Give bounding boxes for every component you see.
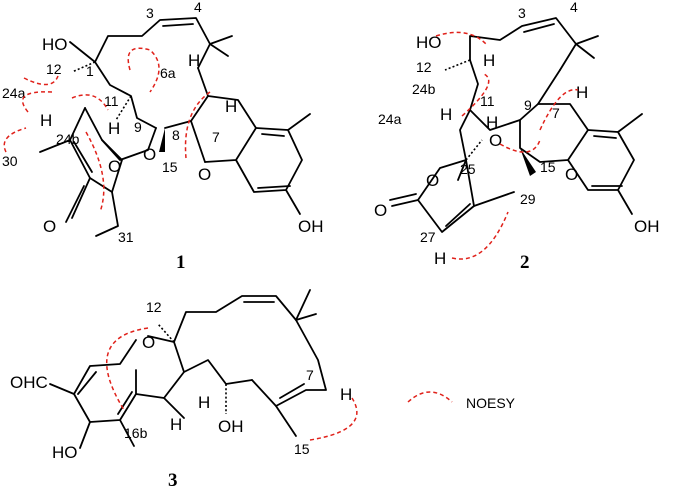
c1-h-24b: H [40, 111, 52, 130]
c3-h-7: H [340, 385, 352, 404]
c1-pos-31: 31 [118, 229, 134, 245]
c2-pos-3: 3 [518, 5, 526, 21]
c1-carbonyl-oxygen-label: O [43, 217, 56, 236]
c1-pos-1: 1 [86, 63, 94, 79]
c2-oxygen-a-label: O [489, 131, 502, 150]
c2-phenol-label: OH [634, 217, 660, 236]
c2-oxygen-b-label: O [565, 165, 578, 184]
c1-phenol-label: OH [298, 217, 324, 236]
c2-oxygen-c-label: O [426, 171, 439, 190]
c3-h-a: H [170, 415, 182, 434]
c2-pos-11: 11 [480, 93, 495, 109]
compound-2-noesy-arrows [435, 31, 579, 260]
compound-1-atom-labels: HO O O O O OH H H H H 1 3 4 6a 7 8 9 11 … [2, 0, 324, 273]
c1-h-7: H [225, 97, 237, 116]
noesy-legend-label: NOESY [466, 395, 516, 411]
c2-h-24a: H [440, 105, 452, 124]
c1-pos-30: 30 [2, 153, 18, 169]
c1-hydroxyl-label: HO [42, 35, 68, 54]
compound-2-atom-labels: HO O O O O OH H H H H H 3 4 7 9 11 12 15… [374, 0, 660, 273]
c3-pos-12: 12 [146, 299, 162, 315]
c1-pos-9: 9 [134, 119, 142, 135]
c2-pos-4: 4 [570, 0, 578, 15]
noesy-legend-arrow-icon [407, 391, 453, 403]
c2-pos-24a: 24a [378, 111, 402, 127]
c1-pos-24b: 24b [56, 131, 80, 147]
c3-pos-7: 7 [306, 367, 314, 383]
c2-pos-27: 27 [420, 229, 436, 245]
c2-pos-29: 29 [520, 191, 536, 207]
c1-h-6a: H [188, 51, 200, 70]
c2-pos-7: 7 [552, 105, 560, 121]
c1-pos-24a: 24a [2, 85, 26, 101]
c1-pos-3: 3 [146, 5, 154, 21]
c2-h-27: H [434, 249, 446, 268]
c1-h-9: H [108, 119, 120, 138]
compound-1-structure [39, 17, 311, 237]
c3-aldehyde-label: OHC [10, 373, 48, 392]
compound-3-number: 3 [168, 470, 178, 491]
c2-pos-12: 12 [416, 59, 432, 75]
c1-pos-4: 4 [194, 0, 202, 15]
c1-pos-6a: 6a [160, 65, 176, 81]
c2-h-11: H [483, 51, 495, 70]
c2-pos-25: 25 [460, 161, 476, 177]
c3-pos-16b: 16b [124, 425, 148, 441]
compound-2-structure [389, 17, 643, 233]
compound-1-number: 1 [176, 252, 186, 273]
c1-oxygen-a-label: O [143, 145, 156, 164]
c1-pos-11: 11 [104, 93, 119, 109]
c1-oxygen-c-label: O [108, 157, 121, 176]
c3-phenol-label: HO [52, 443, 78, 462]
compound-3-structure [49, 289, 327, 449]
c1-pos-7: 7 [212, 129, 220, 145]
c1-pos-12: 12 [46, 61, 62, 77]
c3-h-b: H [198, 393, 210, 412]
c2-h-7: H [576, 83, 588, 102]
c1-oxygen-b-label: O [198, 165, 211, 184]
c2-hydroxyl-label: HO [416, 33, 442, 52]
c3-ring-oxygen-label: O [142, 333, 155, 352]
c2-carbonyl-oxygen-label: O [374, 201, 387, 220]
compound-3-atom-labels: OHC O HO OH H H H 12 7 15 16b 3 [10, 299, 352, 491]
compound-1-noesy-arrows [3, 47, 211, 213]
noesy-legend: NOESY [407, 391, 516, 411]
compound-2-number: 2 [520, 252, 530, 273]
c3-hydroxyl-label: OH [218, 417, 244, 436]
c2-h-9: H [486, 113, 498, 132]
c3-pos-15: 15 [294, 441, 310, 457]
c2-pos-9: 9 [524, 97, 532, 113]
compound-3-noesy-arrows [106, 327, 358, 441]
c2-pos-15: 15 [540, 159, 556, 175]
c1-pos-8: 8 [172, 127, 180, 143]
c1-pos-15: 15 [162, 159, 178, 175]
c2-pos-24b: 24b [412, 81, 436, 97]
